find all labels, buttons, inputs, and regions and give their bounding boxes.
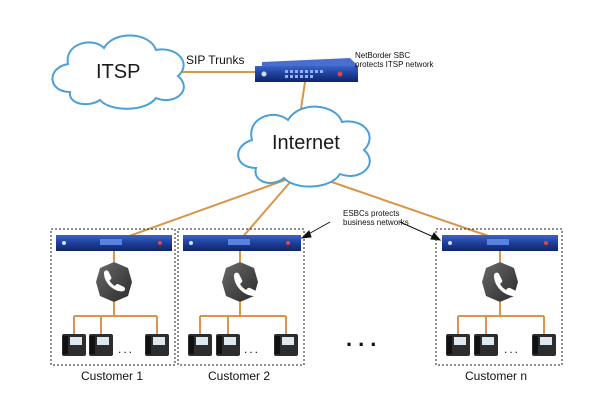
customer-n-phone-ellipsis: ... xyxy=(504,342,521,356)
customer-1-boundary xyxy=(50,228,176,366)
connection-lines xyxy=(117,71,501,241)
ip-phone xyxy=(274,334,298,356)
customer-n-boundary xyxy=(435,228,563,366)
customer-n-phones xyxy=(446,334,556,356)
esbc-caption-line2: business networks xyxy=(343,218,409,227)
customer-2-label: Customer 2 xyxy=(208,369,271,383)
customer-n-lan xyxy=(457,302,545,334)
more-customers-ellipsis: ... xyxy=(346,326,383,351)
customer-2-esbc-device xyxy=(183,235,301,251)
ip-phone xyxy=(446,334,470,356)
customer-n-label: Customer n xyxy=(465,369,528,383)
cloud-internet xyxy=(237,105,371,188)
sbc-caption-line2: protects ITSP network xyxy=(355,60,434,69)
netborder-sbc-device xyxy=(255,58,358,82)
customer-site-n xyxy=(435,228,563,366)
link-internet-customer1 xyxy=(117,179,286,241)
customer-2-phone-ellipsis: ... xyxy=(244,342,261,356)
link-internet-customer-n xyxy=(319,177,501,241)
esbc-caption-line1: ESBCs protects xyxy=(343,209,400,218)
internet-label: Internet xyxy=(272,132,340,154)
ip-phone xyxy=(145,334,169,356)
ip-phone xyxy=(62,334,86,356)
link-internet-customer2 xyxy=(239,179,293,241)
customer-1-label: Customer 1 xyxy=(81,369,144,383)
customer-site-1 xyxy=(50,228,176,366)
ip-phone xyxy=(188,334,212,356)
customer-2-switch xyxy=(222,262,258,302)
customer-1-esbc-device xyxy=(56,235,172,251)
customer-2-boundary xyxy=(177,228,305,366)
sbc-caption: NetBorder SBC protects ITSP network xyxy=(355,51,434,69)
ip-phone xyxy=(532,334,556,356)
sbc-caption-line1: NetBorder SBC xyxy=(355,51,411,60)
customer-1-phone-ellipsis: ... xyxy=(118,342,135,356)
customer-2-lan xyxy=(199,302,287,334)
itsp-label: ITSP xyxy=(96,61,141,83)
customer-n-esbc-device xyxy=(442,235,558,251)
sip-trunks-label: SIP Trunks xyxy=(186,53,245,67)
ip-phone xyxy=(474,334,498,356)
cloud-itsp xyxy=(51,34,185,110)
customer-n-switch xyxy=(482,262,518,302)
ip-phone xyxy=(89,334,113,356)
esbc-caption: ESBCs protects business networks xyxy=(343,209,409,227)
customer-1-switch xyxy=(96,262,132,302)
customer-1-phones xyxy=(62,334,169,356)
ip-phone xyxy=(216,334,240,356)
customer-1-lan xyxy=(73,302,158,334)
customer-2-phones xyxy=(188,334,298,356)
customer-site-2 xyxy=(177,228,305,366)
